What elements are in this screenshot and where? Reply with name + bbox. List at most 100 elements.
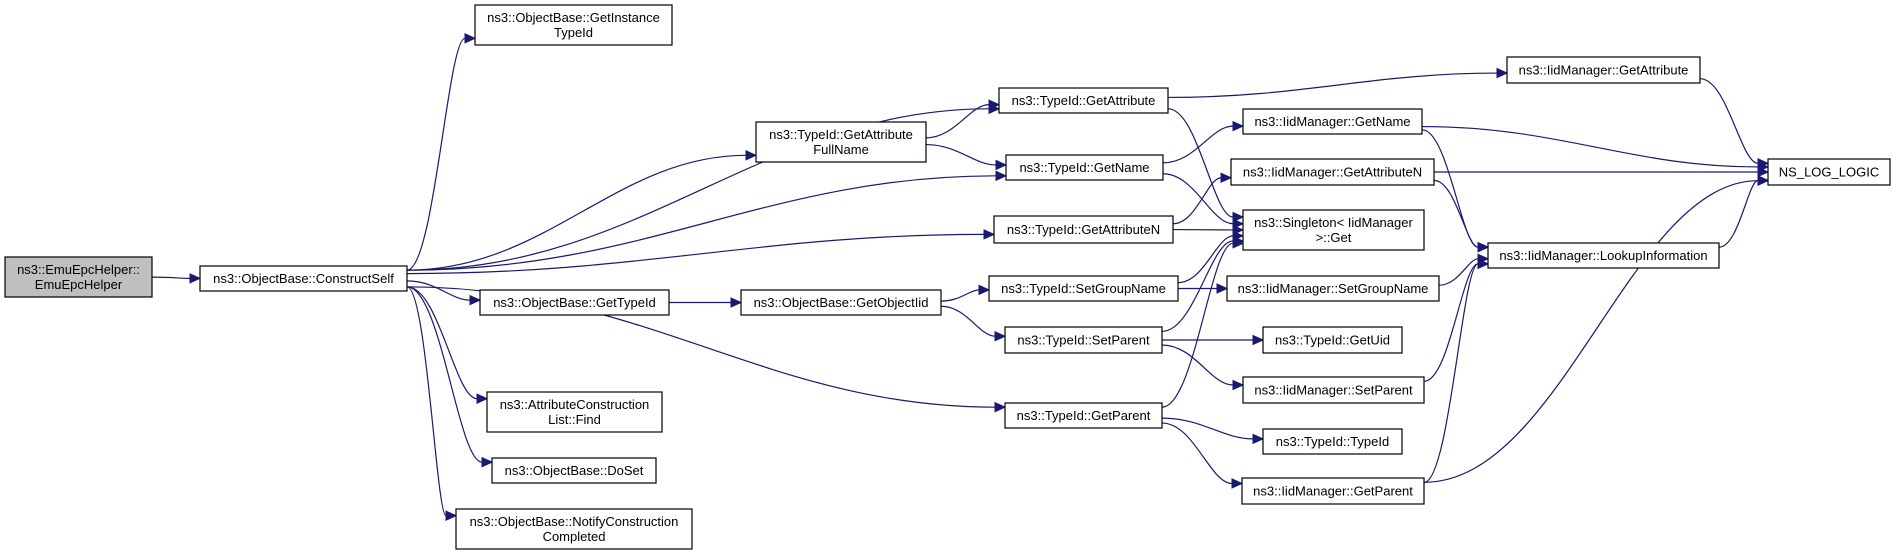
node-box [988, 275, 1179, 302]
arrowhead-icon [1232, 120, 1245, 132]
node-singleton-get[interactable]: ns3::Singleton< IidManager>::Get [1242, 209, 1425, 251]
node-ns-log-logic[interactable]: NS_LOG_LOGIC [1767, 158, 1891, 186]
arrowhead-icon [995, 159, 1008, 171]
node-label: ns3::IidManager::GetAttributeN [1243, 165, 1422, 180]
node-label: List::Find [548, 412, 601, 427]
edge-constructself-to-attrlist-find [406, 286, 489, 404]
arrowhead-icon [481, 456, 494, 468]
node-box [1487, 242, 1720, 269]
edge-getobjectiid-to-typeid-setgroupname [940, 284, 991, 302]
node-box [1004, 402, 1163, 429]
node-box [1242, 108, 1423, 135]
arrowhead-icon [469, 294, 482, 306]
edge-getTypeId-to-getobjectiid [669, 297, 743, 308]
edge-iid-getparent-to-iid-lookupinformation [1423, 258, 1490, 483]
node-box [998, 87, 1169, 114]
node-iid-getattribute[interactable]: ns3::IidManager::GetAttribute [1506, 56, 1701, 84]
edge-constructself-to-notifyconstructioncompleted [406, 286, 458, 521]
node-box [1262, 326, 1403, 354]
node-label: ns3::TypeId::GetUid [1275, 333, 1390, 348]
node-label: Completed [543, 529, 606, 544]
node-label: ns3::IidManager::GetAttribute [1519, 63, 1689, 78]
arrowhead-icon [1232, 218, 1245, 230]
node-label: >::Get [1316, 230, 1352, 245]
node-getTypeId[interactable]: ns3::ObjectBase::GetTypeId [479, 289, 670, 316]
node-label: NS_LOG_LOGIC [1779, 165, 1879, 180]
node-box [455, 508, 693, 550]
arrowhead-icon [978, 284, 991, 296]
arrowhead-icon [994, 401, 1007, 413]
edges-layer [151, 33, 1770, 521]
node-label: ns3::TypeId::SetParent [1017, 333, 1150, 348]
node-typeid-getname[interactable]: ns3::TypeId::GetName [1005, 154, 1164, 181]
edge-typeid-getattributefullname-to-typeid-getname [925, 143, 1008, 171]
node-label: ns3::EmuEpcHelper:: [17, 262, 140, 277]
arrowhead-icon [1757, 166, 1770, 178]
node-label: ns3::TypeId::TypeId [1276, 434, 1389, 449]
arrowhead-icon [1477, 258, 1490, 270]
node-iid-getparent[interactable]: ns3::IidManager::GetParent [1241, 477, 1425, 505]
node-box [1262, 428, 1403, 455]
node-box [491, 457, 657, 484]
node-doset[interactable]: ns3::ObjectBase::DoSet [491, 457, 657, 484]
node-box [1241, 477, 1425, 505]
node-label: ns3::ObjectBase::GetTypeId [493, 295, 656, 310]
arrowhead-icon [988, 99, 1001, 110]
node-label: ns3::IidManager::LookupInformation [1499, 248, 1707, 263]
node-box [740, 289, 942, 316]
node-notifyconstructioncompleted[interactable]: ns3::ObjectBase::NotifyConstructionCompl… [455, 508, 693, 550]
edge-typeid-setparent-to-iid-setparent [1161, 344, 1245, 391]
node-typeid-getattributen[interactable]: ns3::TypeId::GetAttributeN [993, 215, 1174, 244]
node-label: ns3::ObjectBase::NotifyConstruction [470, 514, 679, 529]
node-box [1230, 158, 1435, 186]
edge-constructself-to-getinstancetypeid [406, 33, 477, 271]
node-label: ns3::TypeId::GetAttributeN [1007, 222, 1160, 237]
node-root[interactable]: ns3::EmuEpcHelper::EmuEpcHelper [4, 256, 153, 298]
arrowhead-icon [1496, 67, 1509, 79]
edge-typeid-setgroupname-to-iid-setgroupname [1178, 283, 1229, 294]
arrowhead-icon [1220, 172, 1233, 184]
arrowhead-icon [1232, 211, 1245, 223]
node-iid-setparent[interactable]: ns3::IidManager::SetParent [1242, 376, 1425, 404]
arrowhead-icon [983, 229, 996, 240]
node-typeid-typeid[interactable]: ns3::TypeId::TypeId [1262, 428, 1403, 455]
node-box [993, 215, 1174, 244]
node-iid-lookupinformation[interactable]: ns3::IidManager::LookupInformation [1487, 242, 1720, 269]
edge-typeid-getparent-to-iid-getparent [1161, 422, 1244, 489]
node-box [1506, 56, 1701, 84]
node-box [755, 121, 927, 163]
arrowhead-icon [1231, 478, 1244, 489]
node-label: EmuEpcHelper [35, 277, 123, 292]
node-box [1242, 376, 1425, 404]
edge-typeid-getparent-to-typeid-typeid [1161, 417, 1265, 445]
node-box [1242, 209, 1425, 251]
edge-iid-getparent-to-ns-log-logic [1423, 175, 1770, 483]
node-typeid-setgroupname[interactable]: ns3::TypeId::SetGroupName [988, 275, 1179, 302]
edge-iid-getattribute-to-ns-log-logic [1699, 78, 1770, 169]
edge-typeid-getattributefullname-to-typeid-getattribute [925, 99, 1001, 139]
node-typeid-setparent[interactable]: ns3::TypeId::SetParent [1004, 326, 1163, 354]
arrowhead-icon [730, 297, 743, 308]
node-label: ns3::TypeId::GetAttribute [769, 127, 913, 142]
arrowhead-icon [745, 150, 758, 161]
node-typeid-getattribute[interactable]: ns3::TypeId::GetAttribute [998, 87, 1169, 114]
node-typeid-getparent[interactable]: ns3::TypeId::GetParent [1004, 402, 1163, 429]
arrowhead-icon [1757, 175, 1770, 186]
node-iid-setgroupname[interactable]: ns3::IidManager::SetGroupName [1226, 275, 1440, 302]
edge-constructself-to-typeid-getname [406, 170, 1008, 271]
node-label: ns3::TypeId::SetGroupName [1001, 281, 1166, 296]
node-typeid-getuid[interactable]: ns3::TypeId::GetUid [1262, 326, 1403, 354]
node-constructself[interactable]: ns3::ObjectBase::ConstructSelf [199, 265, 408, 292]
arrowhead-icon [995, 170, 1008, 182]
node-label: ns3::AttributeConstruction [500, 397, 650, 412]
node-iid-getname[interactable]: ns3::IidManager::GetName [1242, 108, 1423, 135]
arrowhead-icon [189, 273, 202, 284]
arrowhead-icon [1232, 379, 1245, 391]
node-iid-getattributen[interactable]: ns3::IidManager::GetAttributeN [1230, 158, 1435, 186]
node-getobjectiid[interactable]: ns3::ObjectBase::GetObjectIid [740, 289, 942, 316]
node-box [1767, 158, 1891, 186]
